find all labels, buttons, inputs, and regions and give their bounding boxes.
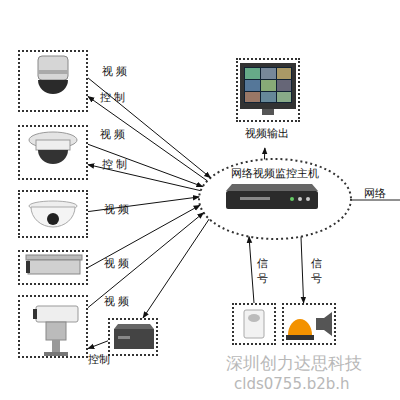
host-ellipse: 网络视频监控主机: [198, 158, 352, 240]
edge-label: 控 制: [102, 157, 128, 172]
device-box: [18, 190, 88, 238]
host-title: 网络视频监控主机: [198, 166, 352, 181]
ptz-camera: [33, 306, 78, 356]
device-box: [18, 250, 88, 285]
mini-dome-camera: [29, 201, 77, 227]
connector: [301, 237, 304, 303]
alarm-light: [286, 312, 332, 340]
decoder-box: [114, 324, 154, 349]
device-box: [18, 295, 88, 358]
connector: [264, 148, 265, 159]
dvr-device: [226, 184, 318, 209]
edge-label: 信 号: [310, 256, 323, 286]
connector: [249, 237, 254, 303]
device-box: [232, 303, 276, 345]
connector: [88, 213, 204, 308]
device-box: [18, 125, 88, 180]
node-text: 视频输出: [232, 126, 302, 141]
speed-dome-camera: [38, 56, 68, 94]
box-camera: [26, 255, 82, 274]
dome-camera: [29, 132, 77, 164]
connector: [88, 341, 108, 349]
edge-label: 视 频: [104, 202, 130, 217]
network-label: 网络: [364, 186, 386, 201]
edge-label: 控 制: [100, 90, 126, 105]
watermark: clds0755.b2b.h: [234, 375, 350, 393]
monitor: [240, 63, 296, 115]
device-box: [108, 318, 158, 356]
edge-label: 视 频: [104, 294, 130, 309]
monitor-box: 视频输出: [232, 58, 302, 148]
edge-label: 视 频: [100, 127, 126, 142]
edge-label: 视 频: [102, 64, 128, 79]
device-box: [282, 303, 336, 345]
connector: [143, 219, 209, 318]
edge-label: 信 号: [256, 256, 269, 286]
connector: [88, 97, 207, 181]
edge-label: 视 频: [104, 256, 130, 271]
edge-label: 控制: [88, 352, 110, 367]
connector: [88, 78, 211, 178]
monitor-frame: [236, 58, 300, 122]
connector: [88, 144, 203, 186]
watermark: 深圳创力达思科技: [226, 352, 362, 375]
device-box: [18, 50, 88, 112]
pir-sensor: [244, 310, 264, 338]
